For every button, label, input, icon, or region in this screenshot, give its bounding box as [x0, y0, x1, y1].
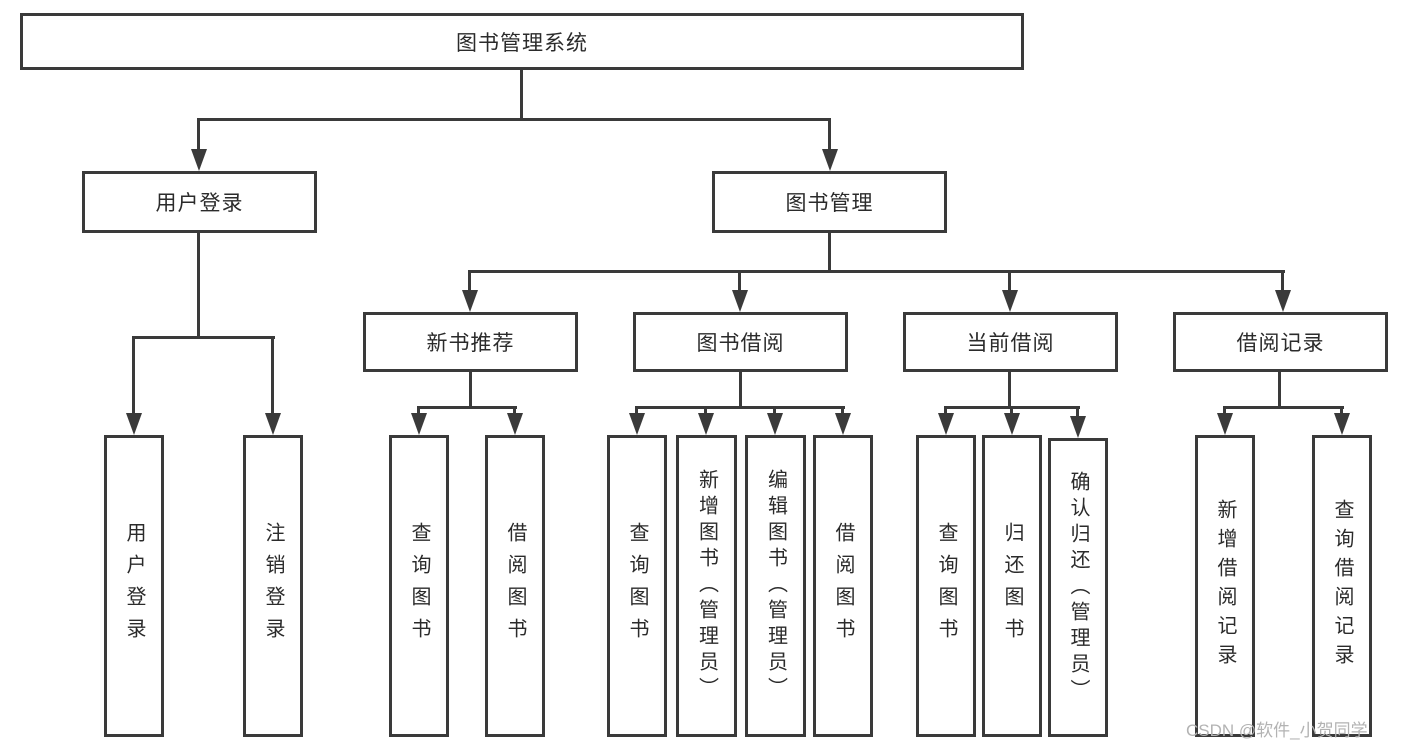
connector-line [1223, 406, 1344, 409]
node-book-management-label: 图书管理 [785, 192, 874, 215]
leaf-br-add-record-label: 新增借阅记录 [1214, 499, 1236, 673]
node-new-book-recommend-label: 新书推荐 [426, 332, 515, 355]
connector-line [944, 406, 947, 416]
connector-line [773, 406, 776, 416]
connector-line [841, 406, 844, 416]
connector-line [197, 118, 200, 153]
arrow-down-icon [507, 413, 523, 435]
connector-line [468, 270, 1285, 273]
leaf-bb-add-books-label: 新增图书（管理员） [695, 469, 718, 703]
node-user-login: 用户登录 [82, 171, 317, 233]
connector-line [197, 118, 831, 121]
leaf-logout: 注销登录 [243, 435, 303, 737]
node-root: 图书管理系统 [20, 13, 1024, 70]
leaf-nbr-borrow-books: 借阅图书 [485, 435, 545, 737]
connector-line [197, 233, 200, 336]
arrow-down-icon [767, 413, 783, 435]
leaf-cb-query-books: 查询图书 [916, 435, 976, 737]
connector-line [1076, 406, 1079, 416]
arrow-down-icon [1334, 413, 1350, 435]
leaf-logout-label: 注销登录 [262, 522, 284, 650]
leaf-user-login-label: 用户登录 [123, 522, 145, 650]
connector-line [704, 406, 707, 416]
connector-line [828, 118, 831, 153]
arrow-down-icon [732, 290, 748, 312]
arrow-down-icon [822, 149, 838, 171]
arrow-down-icon [1002, 290, 1018, 312]
leaf-cb-confirm-return: 确认归还（管理员） [1048, 438, 1108, 737]
connector-line [469, 372, 472, 406]
connector-line [1008, 270, 1011, 295]
connector-line [635, 406, 845, 409]
arrow-down-icon [938, 413, 954, 435]
arrow-down-icon [411, 413, 427, 435]
leaf-bb-add-books: 新增图书（管理员） [676, 435, 737, 737]
connector-line [1278, 372, 1281, 406]
arrow-down-icon [1004, 413, 1020, 435]
node-book-management: 图书管理 [712, 171, 947, 233]
arrow-down-icon [126, 413, 142, 435]
node-borrow-records: 借阅记录 [1173, 312, 1388, 372]
leaf-br-add-record: 新增借阅记录 [1195, 435, 1255, 737]
connector-line [271, 336, 274, 416]
csdn-watermark: CSDN @软件_小贺同学 [1186, 721, 1368, 740]
arrow-down-icon [462, 290, 478, 312]
connector-line [132, 336, 275, 339]
leaf-nbr-query-books-label: 查询图书 [408, 522, 430, 650]
node-current-borrow-label: 当前借阅 [966, 332, 1055, 355]
leaf-nbr-query-books: 查询图书 [389, 435, 449, 737]
arrow-down-icon [191, 149, 207, 171]
node-borrow-records-label: 借阅记录 [1236, 332, 1325, 355]
leaf-cb-query-books-label: 查询图书 [935, 522, 957, 650]
arrow-down-icon [1070, 416, 1086, 438]
connector-line [417, 406, 517, 409]
node-new-book-recommend: 新书推荐 [363, 312, 578, 372]
connector-line [468, 270, 471, 295]
leaf-cb-confirm-return-label: 确认归还（管理员） [1067, 470, 1089, 705]
leaf-br-query-record-label: 查询借阅记录 [1331, 499, 1353, 673]
connector-line [1223, 406, 1226, 416]
connector-line [1340, 406, 1343, 416]
leaf-bb-borrow-books: 借阅图书 [813, 435, 873, 737]
arrow-down-icon [835, 413, 851, 435]
connector-line [1008, 372, 1011, 406]
connector-line [132, 336, 135, 416]
leaf-cb-return-books-label: 归还图书 [1001, 522, 1023, 650]
leaf-user-login: 用户登录 [104, 435, 164, 737]
arrow-down-icon [629, 413, 645, 435]
node-root-label: 图书管理系统 [456, 31, 588, 55]
connector-line [520, 69, 523, 118]
leaf-bb-edit-books-label: 编辑图书（管理员） [764, 469, 787, 703]
leaf-cb-return-books: 归还图书 [982, 435, 1042, 737]
node-user-login-label: 用户登录 [155, 192, 244, 215]
connector-line [635, 406, 638, 416]
leaf-br-query-record: 查询借阅记录 [1312, 435, 1372, 737]
leaf-nbr-borrow-books-label: 借阅图书 [504, 522, 526, 650]
leaf-bb-query-books: 查询图书 [607, 435, 667, 737]
leaf-bb-edit-books: 编辑图书（管理员） [745, 435, 806, 737]
connector-line [828, 233, 831, 270]
arrow-down-icon [698, 413, 714, 435]
leaf-bb-borrow-books-label: 借阅图书 [832, 522, 854, 650]
connector-line [1281, 270, 1284, 295]
node-book-borrow-label: 图书借阅 [696, 332, 785, 355]
arrow-down-icon [265, 413, 281, 435]
arrow-down-icon [1275, 290, 1291, 312]
connector-line [738, 270, 741, 295]
connector-line [417, 406, 420, 416]
connector-line [513, 406, 516, 416]
node-current-borrow: 当前借阅 [903, 312, 1118, 372]
node-book-borrow: 图书借阅 [633, 312, 848, 372]
connector-line [1010, 406, 1013, 416]
connector-line [739, 372, 742, 406]
leaf-bb-query-books-label: 查询图书 [626, 522, 648, 650]
arrow-down-icon [1217, 413, 1233, 435]
